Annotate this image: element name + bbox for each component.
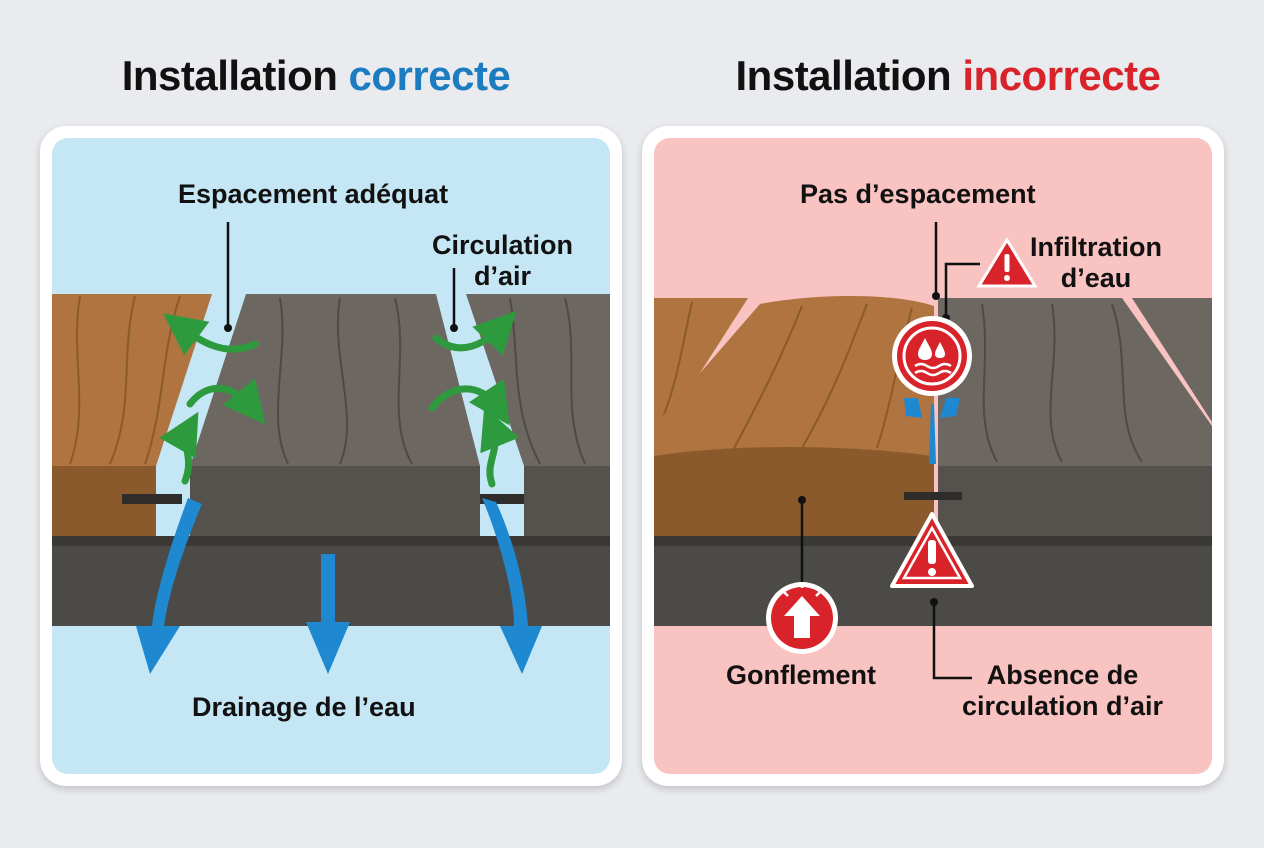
heading-incorrect-prefix: Installation — [735, 52, 963, 99]
label-swelling: Gonflement — [726, 660, 877, 690]
swelling-icon — [766, 582, 838, 654]
label-no-spacing: Pas d’espacement — [800, 179, 1036, 209]
label-no-air-circulation: Absence de circulation d’air — [962, 660, 1164, 721]
water-infiltration-drops — [904, 398, 960, 464]
swollen-board — [654, 296, 934, 536]
panel-correct-installation: Espacement adéquat Circulation d’air Dra… — [40, 126, 622, 786]
water-drainage-arrows — [136, 498, 542, 674]
water-infiltration-icon — [892, 316, 972, 396]
heading-correct: Installation correcte — [0, 52, 632, 100]
heading-correct-prefix: Installation — [121, 52, 349, 99]
heading-incorrect: Installation incorrecte — [632, 52, 1264, 100]
incorrect-installation-illustration — [654, 138, 1212, 774]
label-water-drainage: Drainage de l’eau — [192, 692, 416, 722]
grey-board — [938, 298, 1212, 536]
air-flow-arrows — [159, 310, 520, 488]
no-air-leader — [932, 602, 972, 680]
label-water-infiltration: Infiltration d’eau — [1030, 232, 1162, 293]
label-adequate-spacing: Espacement adéquat — [178, 179, 449, 209]
heading-correct-accent: correcte — [348, 52, 511, 99]
warning-triangle-icon — [976, 237, 1038, 288]
label-air-circulation: Circulation d’air — [432, 230, 574, 291]
correct-installation-illustration — [52, 138, 610, 774]
warning-triangle-icon — [890, 512, 974, 588]
far-left-board — [654, 298, 748, 426]
panel-incorrect-installation: Pas d’espacement Infiltration d’eau Gonf… — [642, 126, 1224, 786]
infiltration-leader — [944, 262, 980, 318]
heading-incorrect-accent: incorrecte — [962, 52, 1161, 99]
